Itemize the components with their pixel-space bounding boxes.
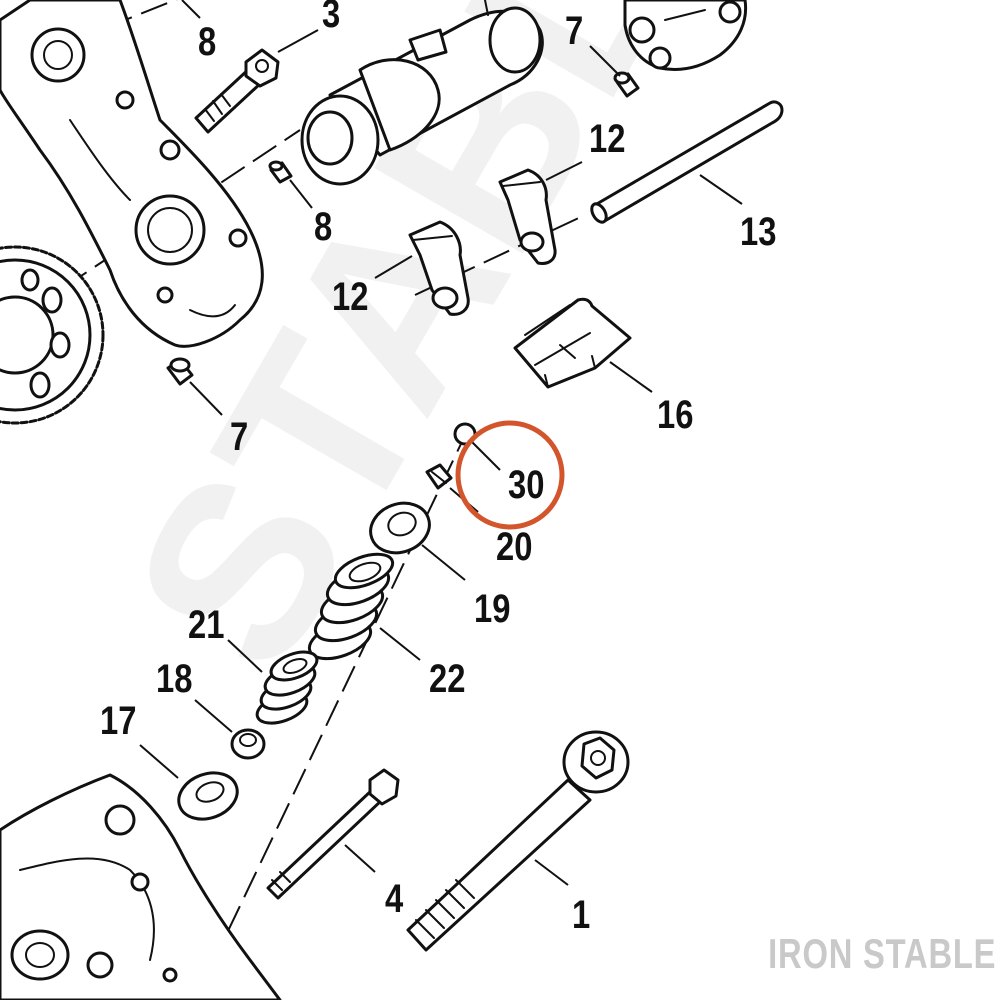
callout-17: 17	[100, 698, 136, 743]
callout-21: 21	[188, 602, 224, 647]
callout-7-left: 7	[230, 414, 248, 459]
callout-16: 16	[657, 392, 693, 437]
callout-3: 3	[322, 0, 340, 36]
bolt-1-part	[406, 730, 630, 952]
dowel-pin-7-left	[166, 357, 194, 386]
rocker-support-part	[0, 0, 264, 348]
dowel-pin-8	[268, 160, 293, 184]
spring-22-part	[307, 552, 395, 661]
callout-13: 13	[740, 209, 776, 254]
keeper-20-part	[425, 463, 453, 490]
callout-12-lower: 12	[332, 274, 368, 319]
bolt-4-part	[266, 768, 400, 900]
seat-17-part	[177, 771, 239, 821]
callout-30: 30	[508, 462, 544, 507]
callout-8-top: 8	[198, 19, 216, 64]
cylinder-head-part	[0, 773, 282, 1000]
callout-18: 18	[156, 656, 192, 701]
callout-22: 22	[429, 656, 465, 701]
callout-20: 20	[496, 524, 532, 569]
callout-4: 4	[385, 876, 404, 921]
callout-1: 1	[572, 892, 590, 937]
callout-8-mid: 8	[314, 204, 332, 249]
tensioner-part	[623, 0, 748, 71]
callout-12-upper: 12	[589, 116, 625, 161]
callout-19: 19	[474, 586, 510, 631]
highlight-circle-30	[455, 420, 565, 530]
rocker-arm-12-upper	[498, 168, 557, 265]
retainer-19-part	[369, 501, 431, 555]
cam-gear-part	[0, 245, 105, 425]
spring-21-part	[255, 650, 319, 725]
rocker-shaft-part	[590, 100, 784, 224]
bolt-3-part	[194, 48, 280, 134]
callout-7-top: 7	[565, 8, 583, 53]
clip-16-part	[513, 297, 632, 389]
leader-lines	[139, 0, 743, 886]
seal-18-part	[230, 728, 266, 760]
brand-logo-text: IRON STABLE	[768, 930, 996, 977]
callout-labels: 8 3 7 8 12 13 12 16 7 30 20 19 21 22 18 …	[100, 0, 776, 937]
rocker-arm-12-lower	[408, 220, 470, 316]
camshaft-part	[300, 0, 544, 186]
